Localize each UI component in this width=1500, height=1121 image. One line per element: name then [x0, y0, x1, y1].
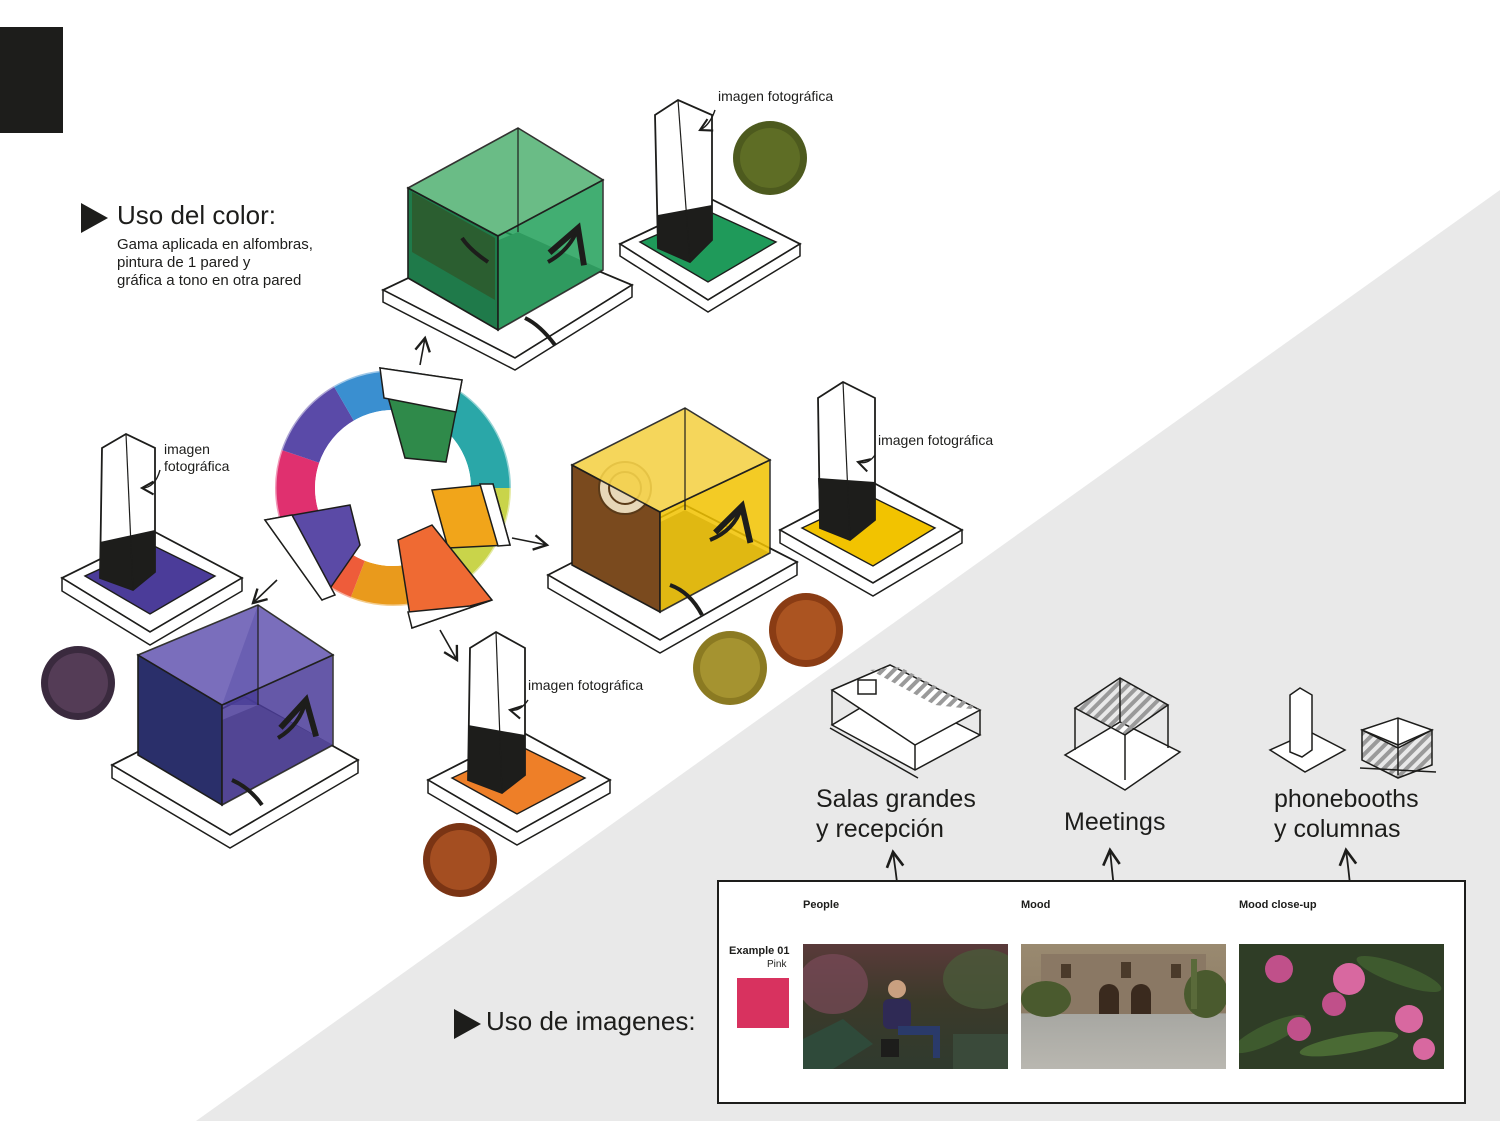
color-section-title: Uso del color: [117, 200, 276, 230]
wheel-slice-green [378, 367, 463, 463]
yellow-booth [693, 380, 964, 705]
category-label-phonebooths: phonebooths y columnas [1274, 785, 1419, 843]
photo-mood [1021, 944, 1228, 1069]
example-color-swatch [737, 978, 789, 1028]
corner-tab [0, 27, 63, 133]
images-section-title: Uso de imagenes: [486, 1006, 696, 1036]
wheel-slice-purple [263, 504, 361, 602]
annotation-yellow-booth: imagen fotográfica [878, 432, 994, 448]
photo-people [798, 944, 1023, 1069]
photo-mood-closeup [1232, 944, 1444, 1069]
wheel-slice-yellow [431, 483, 511, 549]
annotation-purple-booth: imagen fotográfica [164, 441, 230, 474]
photo-people-figure [798, 949, 1023, 1069]
arrow-to-orange-booth [439, 629, 459, 663]
sketch-large-room [829, 664, 982, 779]
purple-booth [60, 432, 244, 646]
green-booth [618, 98, 807, 313]
annotation-green-booth: imagen fotográfica [718, 88, 834, 104]
photo-closeup-flowers [1232, 955, 1442, 1060]
image-usage-panel: People Mood Mood close-up Example 01 Pin… [717, 880, 1466, 1104]
arrow-to-green-room [414, 335, 431, 366]
category-label-meetings: Meetings [1064, 808, 1166, 836]
category-label-salas: Salas grandes y recepción [816, 785, 976, 843]
example-color-name: Pink [767, 959, 787, 970]
arrow-to-purple-room [251, 579, 278, 605]
title-marker-images [454, 1009, 481, 1039]
example-label: Example 01 [729, 945, 790, 957]
column-header-people: People [803, 899, 840, 911]
color-section-description: Gama aplicada en alfombras, pintura de 1… [117, 236, 313, 289]
green-room [380, 127, 634, 371]
arrow-to-yellow-room [511, 534, 550, 551]
title-marker-color [81, 203, 108, 233]
orange-booth [423, 630, 612, 897]
sketch-meeting-room [1063, 677, 1182, 791]
annotation-orange-booth: imagen fotográfica [528, 677, 644, 693]
photo-mood-courtyard [1021, 954, 1228, 1018]
column-header-mood: Mood [1021, 899, 1051, 911]
wheel-slice-orange [397, 524, 494, 630]
purple-room [41, 604, 360, 849]
column-header-mood-closeup: Mood close-up [1239, 899, 1317, 911]
sketch-phonebooth-column [1268, 687, 1437, 779]
yellow-room [546, 407, 799, 654]
